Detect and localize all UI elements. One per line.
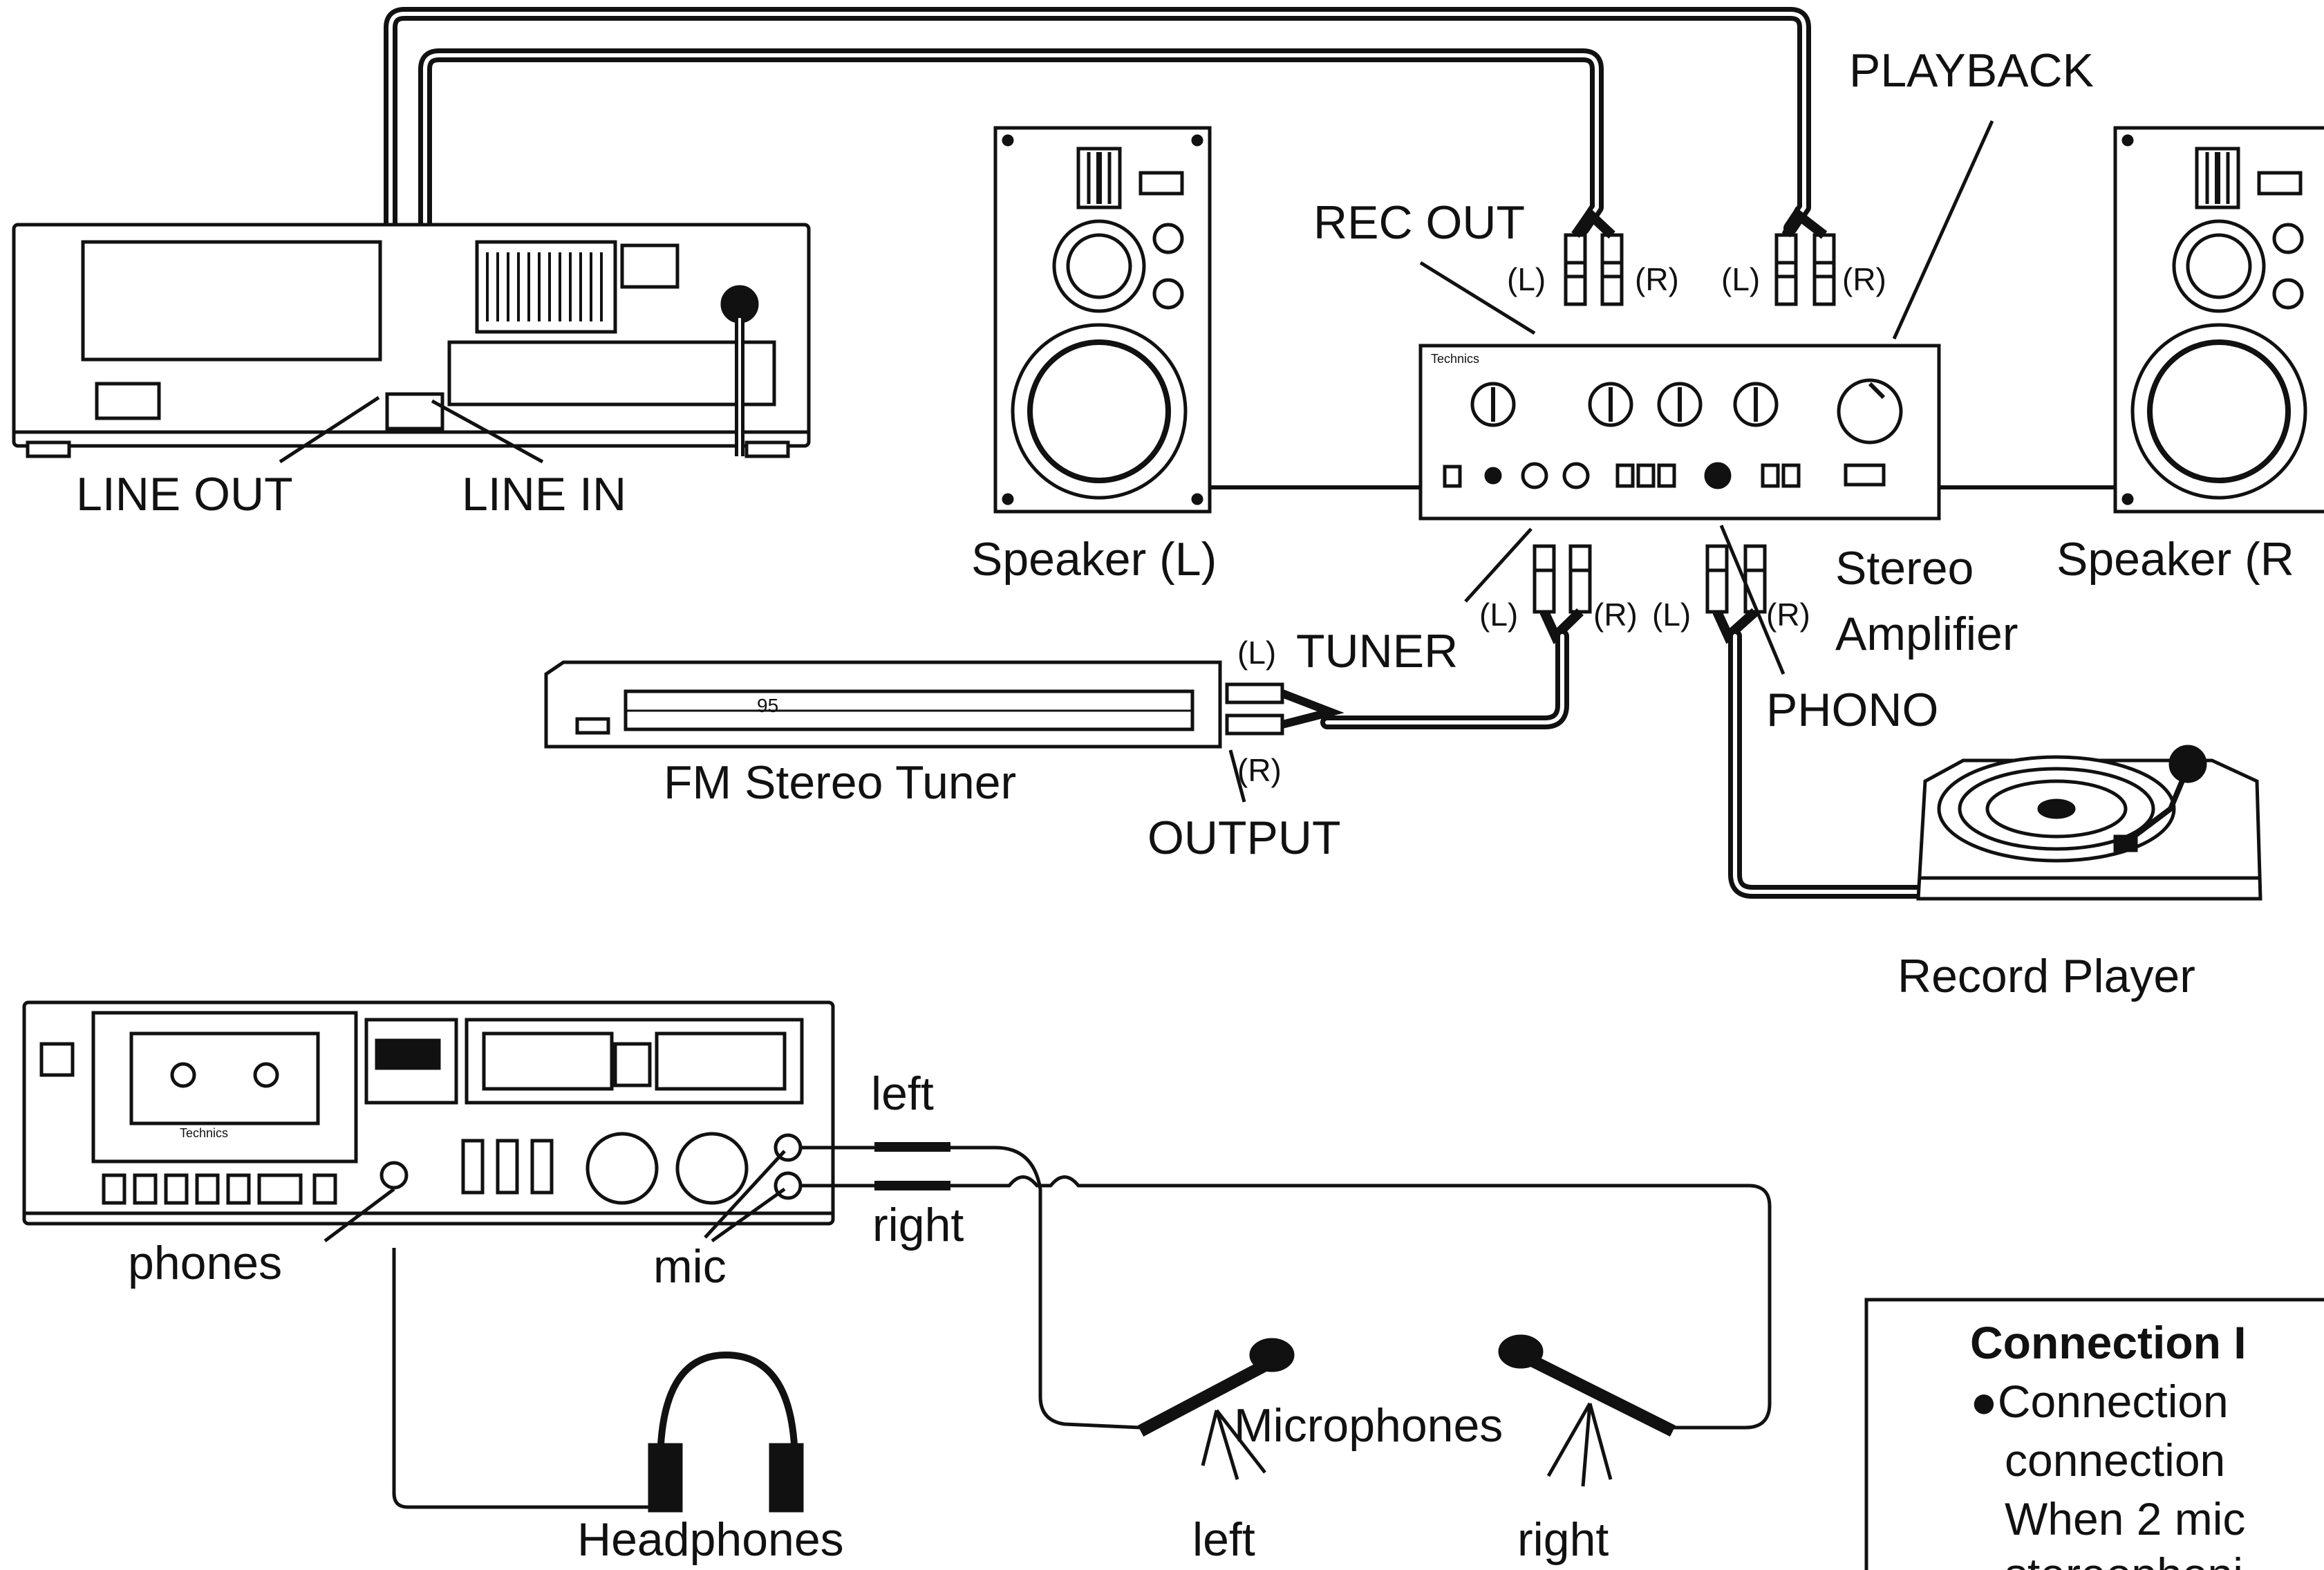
- speaker-l-label: Speaker (L): [971, 533, 1217, 586]
- rec-out-pointer: [1419, 261, 1536, 335]
- deck-vent-grille: [486, 252, 603, 321]
- phono-in-l-label: (L): [1652, 597, 1691, 633]
- tuner-in-r-label: (R): [1593, 597, 1638, 633]
- playback-l-label: (L): [1721, 261, 1760, 297]
- record-player: [1916, 745, 2262, 901]
- phones-pointer: [324, 1188, 395, 1242]
- note-line-3: When 2 mic: [2005, 1493, 2245, 1544]
- tuner-output-plugs: [1225, 682, 1344, 736]
- tuner-pointer: [1464, 527, 1533, 603]
- speaker-left: [993, 126, 1212, 514]
- mic-right-cable: [802, 1175, 1772, 1430]
- deck-brand-mark: Technics: [180, 1126, 228, 1140]
- playback-cable: [384, 7, 1811, 415]
- mic-right-label: right: [1517, 1513, 1609, 1566]
- tuner-display-mark: 95: [757, 695, 778, 716]
- playback-r-label: (R): [1842, 261, 1886, 297]
- cassette-deck-top: [12, 223, 811, 458]
- playback-pointer: [1892, 120, 1994, 340]
- tuner-label: TUNER: [1296, 625, 1458, 677]
- line-out-label: LINE OUT: [76, 468, 293, 521]
- speaker-r-label: Speaker (R: [2056, 533, 2294, 586]
- left-input-label: left: [871, 1067, 934, 1120]
- mic-label: mic: [653, 1240, 727, 1293]
- amp-brand-mark: Technics: [1431, 352, 1479, 366]
- note-title: Connection I: [1970, 1317, 2247, 1368]
- tuner-cable: [1320, 629, 1569, 729]
- rec-out-plugs: [1564, 207, 1624, 306]
- right-input-label: right: [872, 1199, 964, 1251]
- fm-tuner-label: FM Stereo Tuner: [664, 756, 1016, 809]
- output-r-label: (R): [1237, 752, 1282, 788]
- output-label: OUTPUT: [1147, 812, 1341, 864]
- mic-plug-right: [874, 1181, 950, 1190]
- connection-note-box: [1864, 1298, 2324, 1570]
- phono-label: PHONO: [1766, 684, 1938, 736]
- phono-cable: [1728, 629, 1949, 899]
- fm-stereo-tuner: [544, 660, 1222, 749]
- record-player-label: Record Player: [1897, 950, 2195, 1002]
- mic-left-cable: [802, 1146, 1141, 1430]
- line-in-pointer: [431, 399, 544, 464]
- note-line-2: connection: [2005, 1435, 2225, 1486]
- microphone-right: [1498, 1334, 1676, 1487]
- phones-label: phones: [128, 1237, 282, 1289]
- headphones: [392, 1248, 804, 1513]
- mic-left-label: left: [1192, 1513, 1255, 1566]
- playback-plugs: [1774, 207, 1836, 306]
- output-pointer: [1228, 749, 1246, 803]
- phono-in-r-label: (R): [1766, 597, 1810, 633]
- tuner-input-plugs: [1533, 544, 1592, 644]
- note-line-4: stereophoni: [2005, 1549, 2243, 1570]
- mic-pointer-2: [711, 1187, 786, 1243]
- line-out-pointer: [279, 395, 380, 464]
- microphones-label: Microphones: [1234, 1399, 1503, 1452]
- phono-pointer: [1719, 525, 1786, 675]
- rec-out-cable: [418, 48, 1604, 415]
- stereo-amplifier: [1418, 344, 1941, 521]
- phono-input-plugs: [1705, 544, 1767, 644]
- mic-pointer-1: [704, 1150, 786, 1239]
- rec-out-r-label: (R): [1635, 261, 1679, 297]
- rec-out-label: REC OUT: [1313, 196, 1525, 249]
- amplifier-label: Amplifier: [1835, 608, 2018, 660]
- playback-label: PLAYBACK: [1849, 44, 2094, 97]
- mic-plug-left: [874, 1142, 950, 1152]
- microphone-left: [1137, 1338, 1295, 1480]
- rec-out-l-label: (L): [1507, 261, 1546, 297]
- speaker-right: [2113, 126, 2324, 514]
- tuner-in-l-label: (L): [1479, 597, 1518, 633]
- stereo-label: Stereo: [1835, 542, 1974, 595]
- note-line-1: ●Connection: [1970, 1376, 2229, 1427]
- headphones-label: Headphones: [577, 1513, 844, 1566]
- line-in-label: LINE IN: [462, 468, 626, 521]
- cassette-deck-bottom: [22, 1000, 835, 1226]
- tuner-l-prefix: (L): [1237, 635, 1276, 671]
